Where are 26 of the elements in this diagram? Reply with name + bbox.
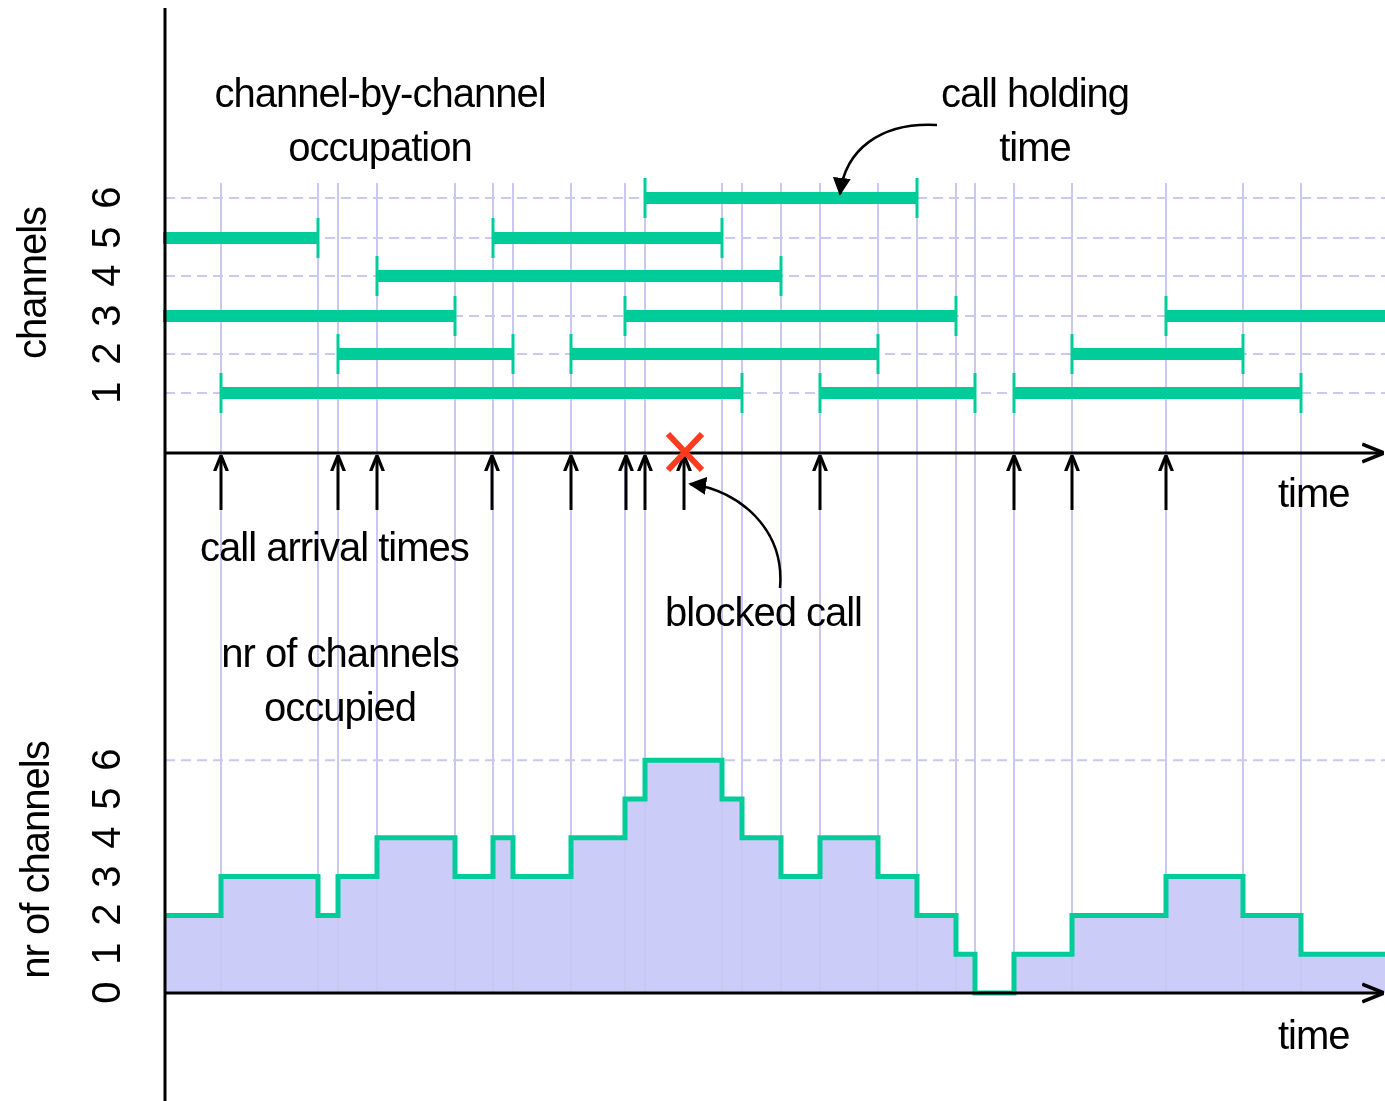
tick-label: 2 xyxy=(83,904,129,926)
axis-title: nr of channels xyxy=(12,741,58,979)
tick-label: 6 xyxy=(83,187,129,209)
tick-label: 1 xyxy=(83,943,129,965)
tick-label: 1 xyxy=(83,382,129,404)
axis-title: channels xyxy=(9,206,55,360)
tick-label: 5 xyxy=(83,788,129,810)
tick-label: 3 xyxy=(83,305,129,327)
annotation-text: nr of channels occupied xyxy=(220,630,460,731)
tick-label: 3 xyxy=(83,865,129,888)
annotation-text: channel-by-channel occupation xyxy=(213,70,547,171)
blocked-cross xyxy=(665,431,705,473)
occupation-bar xyxy=(643,178,919,218)
tick-label: 4 xyxy=(83,827,129,849)
tick-label: 5 xyxy=(83,227,129,249)
leader-line xyxy=(833,123,937,196)
axis-label: time xyxy=(1278,1012,1350,1059)
tick-label: 4 xyxy=(83,265,129,287)
tick-label: 0 xyxy=(83,982,129,1004)
tick-label: 2 xyxy=(83,343,129,365)
callout-text: call holding time xyxy=(915,66,1155,174)
tick-label: 6 xyxy=(83,749,129,771)
callout-text: blocked call xyxy=(665,585,862,639)
axis-label: time xyxy=(1278,470,1350,517)
annotation-text: call arrival times xyxy=(200,524,469,571)
leader-line xyxy=(688,477,782,589)
